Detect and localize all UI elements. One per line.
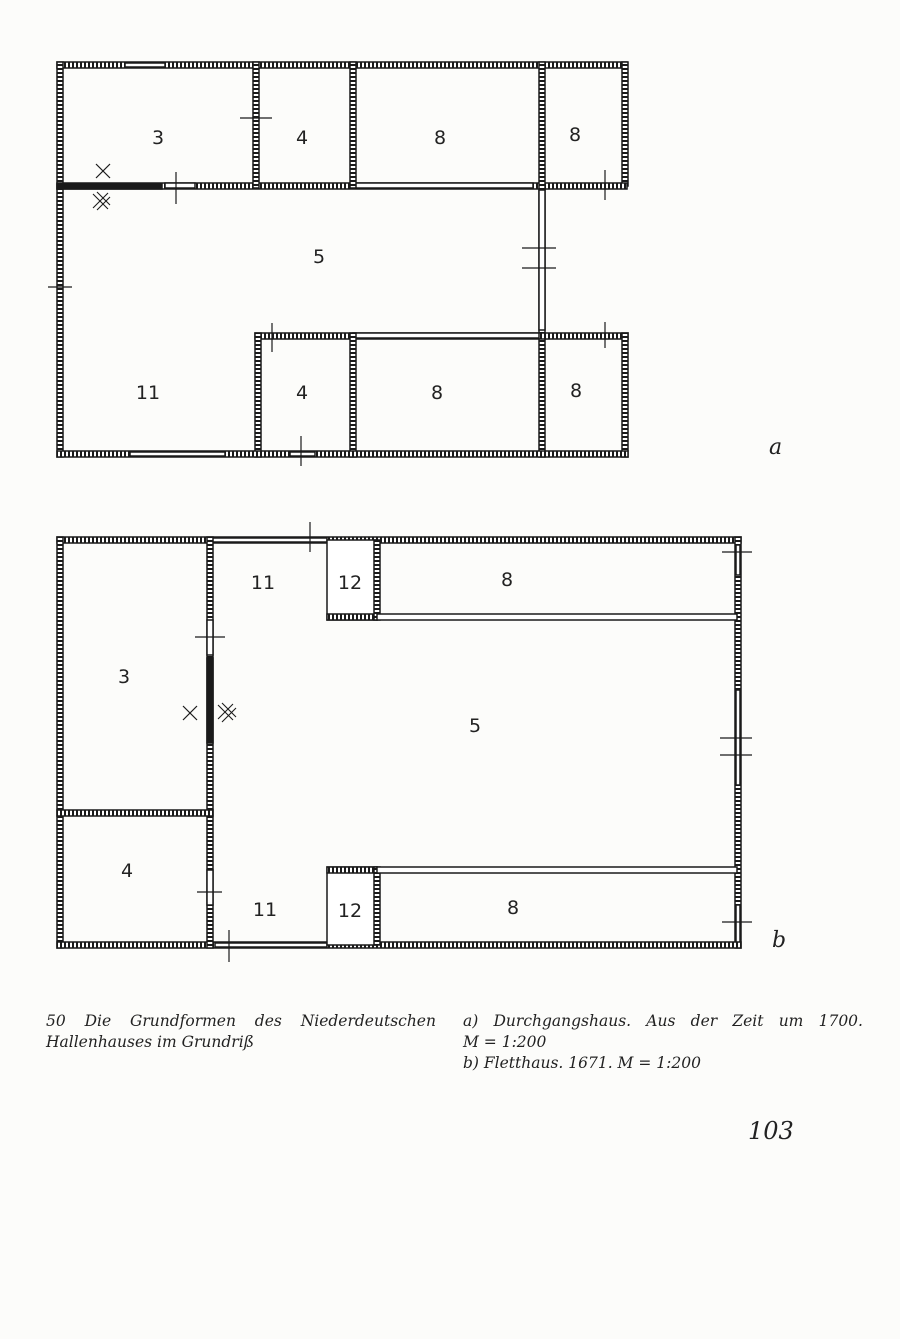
caption-word: Die	[84, 1012, 112, 1030]
plan-b	[56, 522, 752, 962]
hearth-star-icon	[92, 191, 111, 211]
room-label-a-8-bottom-right: 8	[569, 380, 583, 402]
hearth-x-icon	[182, 705, 198, 721]
room-label-b-8-top: 8	[500, 569, 514, 591]
figure-caption-title: 50 Die Grundformen des Niederdeutschen H…	[46, 1011, 436, 1053]
room-label-a-8-top-right: 8	[568, 124, 582, 146]
hearth-x-icon	[95, 163, 111, 179]
room-label-a-4-bottom: 4	[295, 382, 309, 404]
room-label-b-11-top: 11	[250, 572, 276, 594]
room-label-a-5: 5	[312, 246, 326, 268]
room-label-b-4: 4	[120, 860, 134, 882]
floor-plan-figure	[48, 61, 752, 962]
caption-word: 1700.	[818, 1012, 863, 1030]
caption-word: Niederdeutschen	[300, 1012, 436, 1030]
caption-word: Grundformen	[129, 1012, 236, 1030]
room-label-b-11-bottom: 11	[252, 899, 278, 921]
caption-word: der	[690, 1012, 718, 1030]
plan-a	[48, 61, 629, 466]
caption-word: des	[254, 1012, 282, 1030]
caption-word: a)	[463, 1012, 479, 1030]
room-label-a-8-top-left: 8	[433, 127, 447, 149]
room-label-b-12-top: 12	[337, 572, 363, 594]
caption-scale-a: M = 1:200	[463, 1033, 547, 1051]
caption-word: Aus	[646, 1012, 676, 1030]
room-label-b-3: 3	[117, 666, 131, 688]
caption-plan-b: b) Fletthaus. 1671. M = 1:200	[463, 1054, 701, 1072]
room-label-a-8-bottom-left: 8	[430, 382, 444, 404]
figure-caption-legend: a) Durchgangshaus. Aus der Zeit um 1700.…	[463, 1011, 863, 1074]
room-label-b-8-bottom: 8	[506, 897, 520, 919]
room-label-a-4-top: 4	[295, 127, 309, 149]
room-label-b-12-bottom: 12	[337, 900, 363, 922]
caption-line: Hallenhauses im Grundriß	[46, 1033, 255, 1051]
caption-word: 50	[46, 1012, 66, 1030]
room-label-a-3: 3	[151, 127, 165, 149]
caption-word: Durchgangshaus.	[493, 1012, 632, 1030]
room-label-b-5: 5	[468, 715, 482, 737]
plan-letter-a: a	[769, 435, 783, 460]
caption-word: Zeit	[732, 1012, 764, 1030]
page-number: 103	[748, 1117, 794, 1145]
room-label-a-11: 11	[135, 382, 161, 404]
caption-word: um	[778, 1012, 804, 1030]
hearth-star-icon	[217, 702, 237, 723]
plan-letter-b: b	[772, 928, 787, 953]
